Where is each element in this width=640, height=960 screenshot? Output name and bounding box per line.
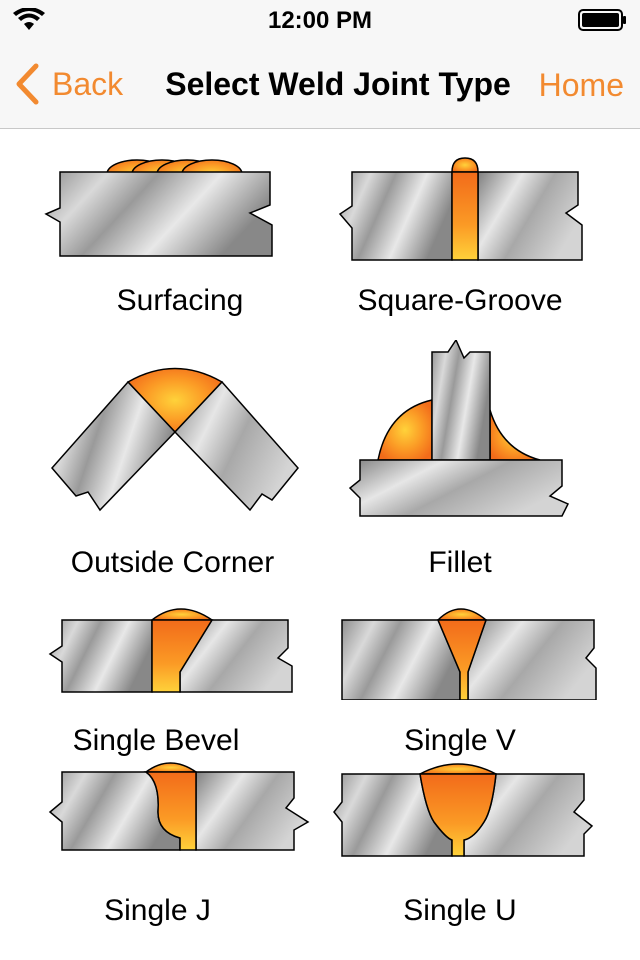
joint-single-v[interactable]: Single V	[330, 600, 610, 757]
joint-label: Single J	[104, 894, 211, 927]
joint-label: Single U	[403, 894, 517, 927]
joint-square-groove[interactable]: Square-Groove	[330, 150, 600, 317]
fillet-diagram	[348, 340, 570, 517]
joint-label: Single Bevel	[72, 724, 240, 757]
navigation-bar: Back Select Weld Joint Type Home	[0, 40, 640, 129]
outside-corner-diagram	[51, 367, 299, 512]
back-button[interactable]: Back	[14, 62, 123, 106]
surfacing-diagram	[44, 159, 273, 257]
joint-label: Single V	[404, 724, 516, 757]
battery-icon	[578, 9, 626, 31]
joint-fillet[interactable]: Fillet	[340, 340, 580, 579]
chevron-left-icon	[16, 63, 39, 105]
joint-single-j[interactable]: Single J	[40, 760, 320, 927]
joint-label: Square-Groove	[357, 284, 563, 317]
joint-outside-corner[interactable]: Outside Corner	[40, 360, 310, 579]
single-j-diagram	[48, 762, 310, 851]
wifi-icon	[13, 8, 45, 30]
joint-single-u[interactable]: Single U	[330, 760, 610, 927]
square-groove-diagram	[338, 157, 583, 261]
joint-label: Surfacing	[116, 284, 244, 317]
status-time: 12:00 PM	[267, 7, 373, 34]
home-button[interactable]: Home	[538, 67, 624, 103]
joint-label: Outside Corner	[70, 546, 275, 579]
single-u-diagram	[333, 763, 594, 857]
single-bevel-diagram	[48, 608, 293, 693]
status-bar: 12:00 PM	[0, 0, 640, 40]
back-label: Back	[52, 65, 124, 102]
joint-single-bevel[interactable]: Single Bevel	[40, 600, 310, 757]
single-v-diagram	[341, 608, 597, 700]
joint-surfacing[interactable]: Surfacing	[40, 150, 300, 317]
joint-label: Fillet	[428, 546, 492, 579]
